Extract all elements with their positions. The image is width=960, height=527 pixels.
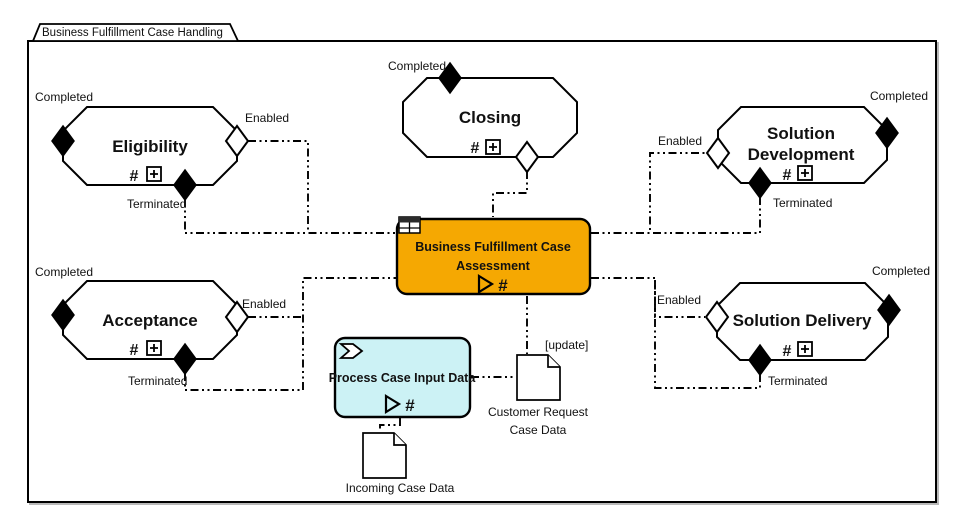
eligibility-completed-sentry[interactable] (51, 124, 75, 158)
repetition-marker-icon: # (498, 276, 508, 295)
closing-completed-label: Completed (388, 59, 446, 73)
manual-activation-icon (384, 394, 402, 414)
connector-process-task-to-incoming-data[interactable] (379, 418, 401, 432)
solution-delivery-enabled-sentry[interactable] (704, 300, 730, 334)
eligibility-enabled-sentry[interactable] (224, 124, 250, 158)
case-plan-title-tab[interactable] (31, 23, 240, 42)
task-assessment-name-line2: Assessment (456, 259, 530, 273)
connector-solution-delivery-terminated[interactable] (654, 280, 761, 389)
solution-delivery-completed-label: Completed (872, 264, 930, 278)
task-process-case-input-data[interactable] (333, 336, 472, 419)
stage-solution-development-name-line1: Solution (767, 124, 835, 143)
incoming-case-data-label: Incoming Case Data (346, 481, 455, 495)
acceptance-enabled-label: Enabled (242, 297, 286, 311)
closing-exit-sentry[interactable] (514, 140, 540, 174)
acceptance-completed-sentry[interactable] (51, 298, 75, 332)
customer-request-label-line2: Case Data (510, 423, 567, 437)
closing-completed-sentry[interactable] (438, 61, 462, 95)
case-file-item-incoming[interactable] (362, 432, 407, 479)
repetition-marker-icon: # (783, 167, 792, 184)
task-assessment-name-line1: Business Fulfillment Case (415, 240, 571, 254)
stage-solution-development-name-line2: Development (748, 145, 855, 164)
task-business-fulfillment-case-assessment[interactable] (395, 217, 592, 296)
solution-development-enabled-sentry[interactable] (705, 136, 731, 170)
case-plan-title: Business Fulfillment Case Handling (42, 27, 223, 39)
eligibility-enabled-label: Enabled (245, 111, 289, 125)
acceptance-terminated-sentry[interactable] (173, 342, 197, 376)
process-task-icon (338, 343, 364, 359)
planning-table-icon[interactable] (398, 216, 421, 234)
expand-icon[interactable] (146, 166, 162, 182)
expand-icon[interactable] (146, 340, 162, 356)
solution-delivery-enabled-label: Enabled (657, 293, 701, 307)
connector-closing-to-assessment[interactable] (492, 171, 528, 217)
solution-delivery-completed-sentry[interactable] (877, 293, 901, 327)
eligibility-terminated-sentry[interactable] (173, 168, 197, 202)
acceptance-terminated-label: Terminated (128, 374, 187, 388)
customer-request-label-line1: Customer Request (488, 405, 589, 419)
solution-development-terminated-sentry[interactable] (748, 166, 772, 200)
stage-closing[interactable] (402, 77, 578, 158)
solution-development-completed-label: Completed (870, 89, 928, 103)
solution-development-enabled-label: Enabled (658, 134, 702, 148)
eligibility-terminated-label: Terminated (127, 197, 186, 211)
repetition-marker-icon: # (783, 343, 792, 360)
expand-icon[interactable] (485, 139, 501, 155)
connector-acceptance-terminated-to-assessment[interactable] (184, 277, 396, 391)
solution-development-completed-sentry[interactable] (875, 116, 899, 150)
acceptance-completed-label: Completed (35, 265, 93, 279)
stage-solution-delivery-name: Solution Delivery (733, 311, 872, 330)
repetition-marker-icon: # (130, 168, 139, 185)
acceptance-enabled-sentry[interactable] (224, 300, 250, 334)
case-file-item-customer-request[interactable] (516, 354, 561, 401)
expand-icon[interactable] (797, 341, 813, 357)
connector-solution-development-terminated[interactable] (649, 197, 761, 234)
repetition-marker-icon: # (130, 342, 139, 359)
stage-acceptance-name: Acceptance (102, 311, 197, 330)
connector-eligibility-enabled[interactable] (248, 140, 309, 231)
solution-delivery-terminated-label: Terminated (768, 374, 827, 388)
repetition-marker-icon: # (405, 396, 415, 415)
repetition-marker-icon: # (471, 140, 480, 157)
stage-eligibility-name: Eligibility (112, 137, 188, 156)
update-annotation-label: [update] (545, 338, 588, 352)
expand-icon[interactable] (797, 165, 813, 181)
manual-activation-icon (477, 274, 495, 294)
connector-eligibility-terminated-to-assessment[interactable] (184, 199, 396, 234)
stage-closing-name: Closing (459, 108, 521, 127)
task-process-name: Process Case Input Data (329, 371, 477, 385)
solution-delivery-terminated-sentry[interactable] (748, 343, 772, 377)
solution-development-terminated-label: Terminated (773, 196, 832, 210)
connector-assessment-to-solution-development-enabled[interactable] (591, 152, 706, 234)
eligibility-completed-label: Completed (35, 90, 93, 104)
